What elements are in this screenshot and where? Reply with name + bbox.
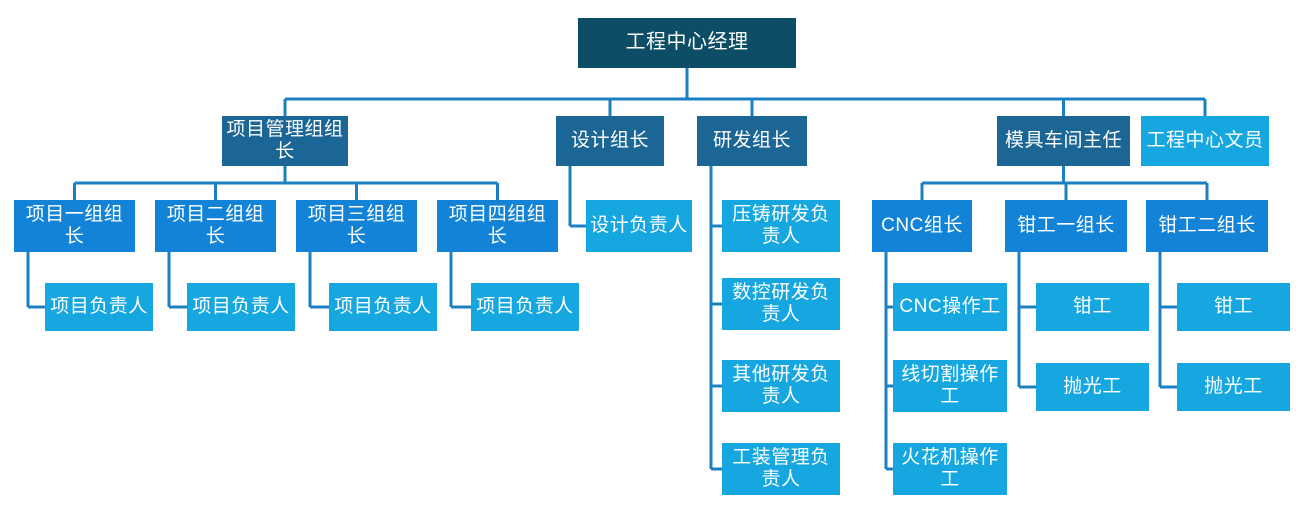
- org-node-n18[interactable]: 项目负责人: [45, 283, 153, 331]
- org-node-n17[interactable]: 钳工二组长: [1146, 200, 1268, 252]
- org-node-label: 抛光工: [1204, 375, 1263, 397]
- org-node-label: 模具车间主任: [1004, 129, 1122, 151]
- org-node-n28[interactable]: 抛光工: [1177, 363, 1290, 411]
- org-node-n7[interactable]: 项目二组组长: [155, 200, 276, 252]
- org-node-label: 工程中心经理: [625, 31, 749, 54]
- org-node-label: 项目负责人: [50, 295, 148, 317]
- org-node-label: 设计负责人: [590, 214, 688, 236]
- org-node-n8[interactable]: 项目三组组长: [296, 200, 417, 252]
- org-node-label: 抛光工: [1063, 375, 1122, 397]
- org-node-n4[interactable]: 模具车间主任: [997, 116, 1130, 166]
- org-node-label: 工装管理负责人: [732, 446, 830, 490]
- org-node-label: 火花机操作工: [901, 446, 999, 490]
- org-node-n10[interactable]: 设计负责人: [586, 200, 692, 252]
- org-node-n0[interactable]: 工程中心经理: [578, 18, 796, 68]
- org-node-label: 钳工二组长: [1158, 214, 1256, 236]
- org-node-label: 压铸研发负责人: [732, 203, 830, 247]
- org-node-n3[interactable]: 研发组长: [697, 116, 807, 166]
- org-node-label: 项目负责人: [476, 295, 574, 317]
- org-node-n1[interactable]: 项目管理组组长: [222, 116, 348, 166]
- org-node-n2[interactable]: 设计组长: [556, 116, 664, 166]
- org-node-label: 项目一组组长: [25, 203, 124, 247]
- org-node-n19[interactable]: 项目负责人: [187, 283, 295, 331]
- org-node-label: 工程中心文员: [1146, 129, 1264, 151]
- org-node-n16[interactable]: 钳工一组长: [1005, 200, 1127, 252]
- org-node-label: CNC组长: [881, 214, 963, 236]
- org-node-n5[interactable]: 工程中心文员: [1141, 116, 1269, 166]
- org-node-n22[interactable]: CNC操作工: [893, 283, 1007, 331]
- org-node-label: 项目二组组长: [166, 203, 265, 247]
- org-node-n21[interactable]: 项目负责人: [471, 283, 579, 331]
- org-node-label: CNC操作工: [899, 295, 1001, 317]
- org-node-n25[interactable]: 钳工: [1036, 283, 1149, 331]
- org-node-n24[interactable]: 火花机操作工: [893, 443, 1007, 495]
- org-node-n9[interactable]: 项目四组组长: [437, 200, 558, 252]
- org-node-n12[interactable]: 数控研发负责人: [722, 278, 840, 330]
- org-node-n15[interactable]: CNC组长: [872, 200, 972, 252]
- org-node-n23[interactable]: 线切割操作工: [893, 360, 1007, 412]
- org-node-n13[interactable]: 其他研发负责人: [722, 360, 840, 412]
- org-node-n14[interactable]: 工装管理负责人: [722, 443, 840, 495]
- org-node-n11[interactable]: 压铸研发负责人: [722, 200, 840, 252]
- org-node-n26[interactable]: 抛光工: [1036, 363, 1149, 411]
- org-node-label: 项目四组组长: [448, 203, 547, 247]
- org-node-label: 线切割操作工: [901, 363, 999, 407]
- org-node-label: 项目管理组组长: [226, 118, 344, 162]
- org-node-n27[interactable]: 钳工: [1177, 283, 1290, 331]
- org-node-label: 设计组长: [570, 129, 649, 151]
- org-node-n20[interactable]: 项目负责人: [329, 283, 437, 331]
- org-node-label: 项目三组组长: [307, 203, 406, 247]
- org-node-label: 项目负责人: [334, 295, 432, 317]
- org-node-n6[interactable]: 项目一组组长: [14, 200, 135, 252]
- org-node-label: 研发组长: [712, 129, 791, 151]
- org-node-label: 其他研发负责人: [732, 363, 830, 407]
- org-node-label: 钳工一组长: [1017, 214, 1115, 236]
- org-node-label: 钳工: [1072, 295, 1112, 317]
- org-node-label: 项目负责人: [192, 295, 290, 317]
- org-node-label: 数控研发负责人: [732, 281, 830, 325]
- org-node-label: 钳工: [1213, 295, 1253, 317]
